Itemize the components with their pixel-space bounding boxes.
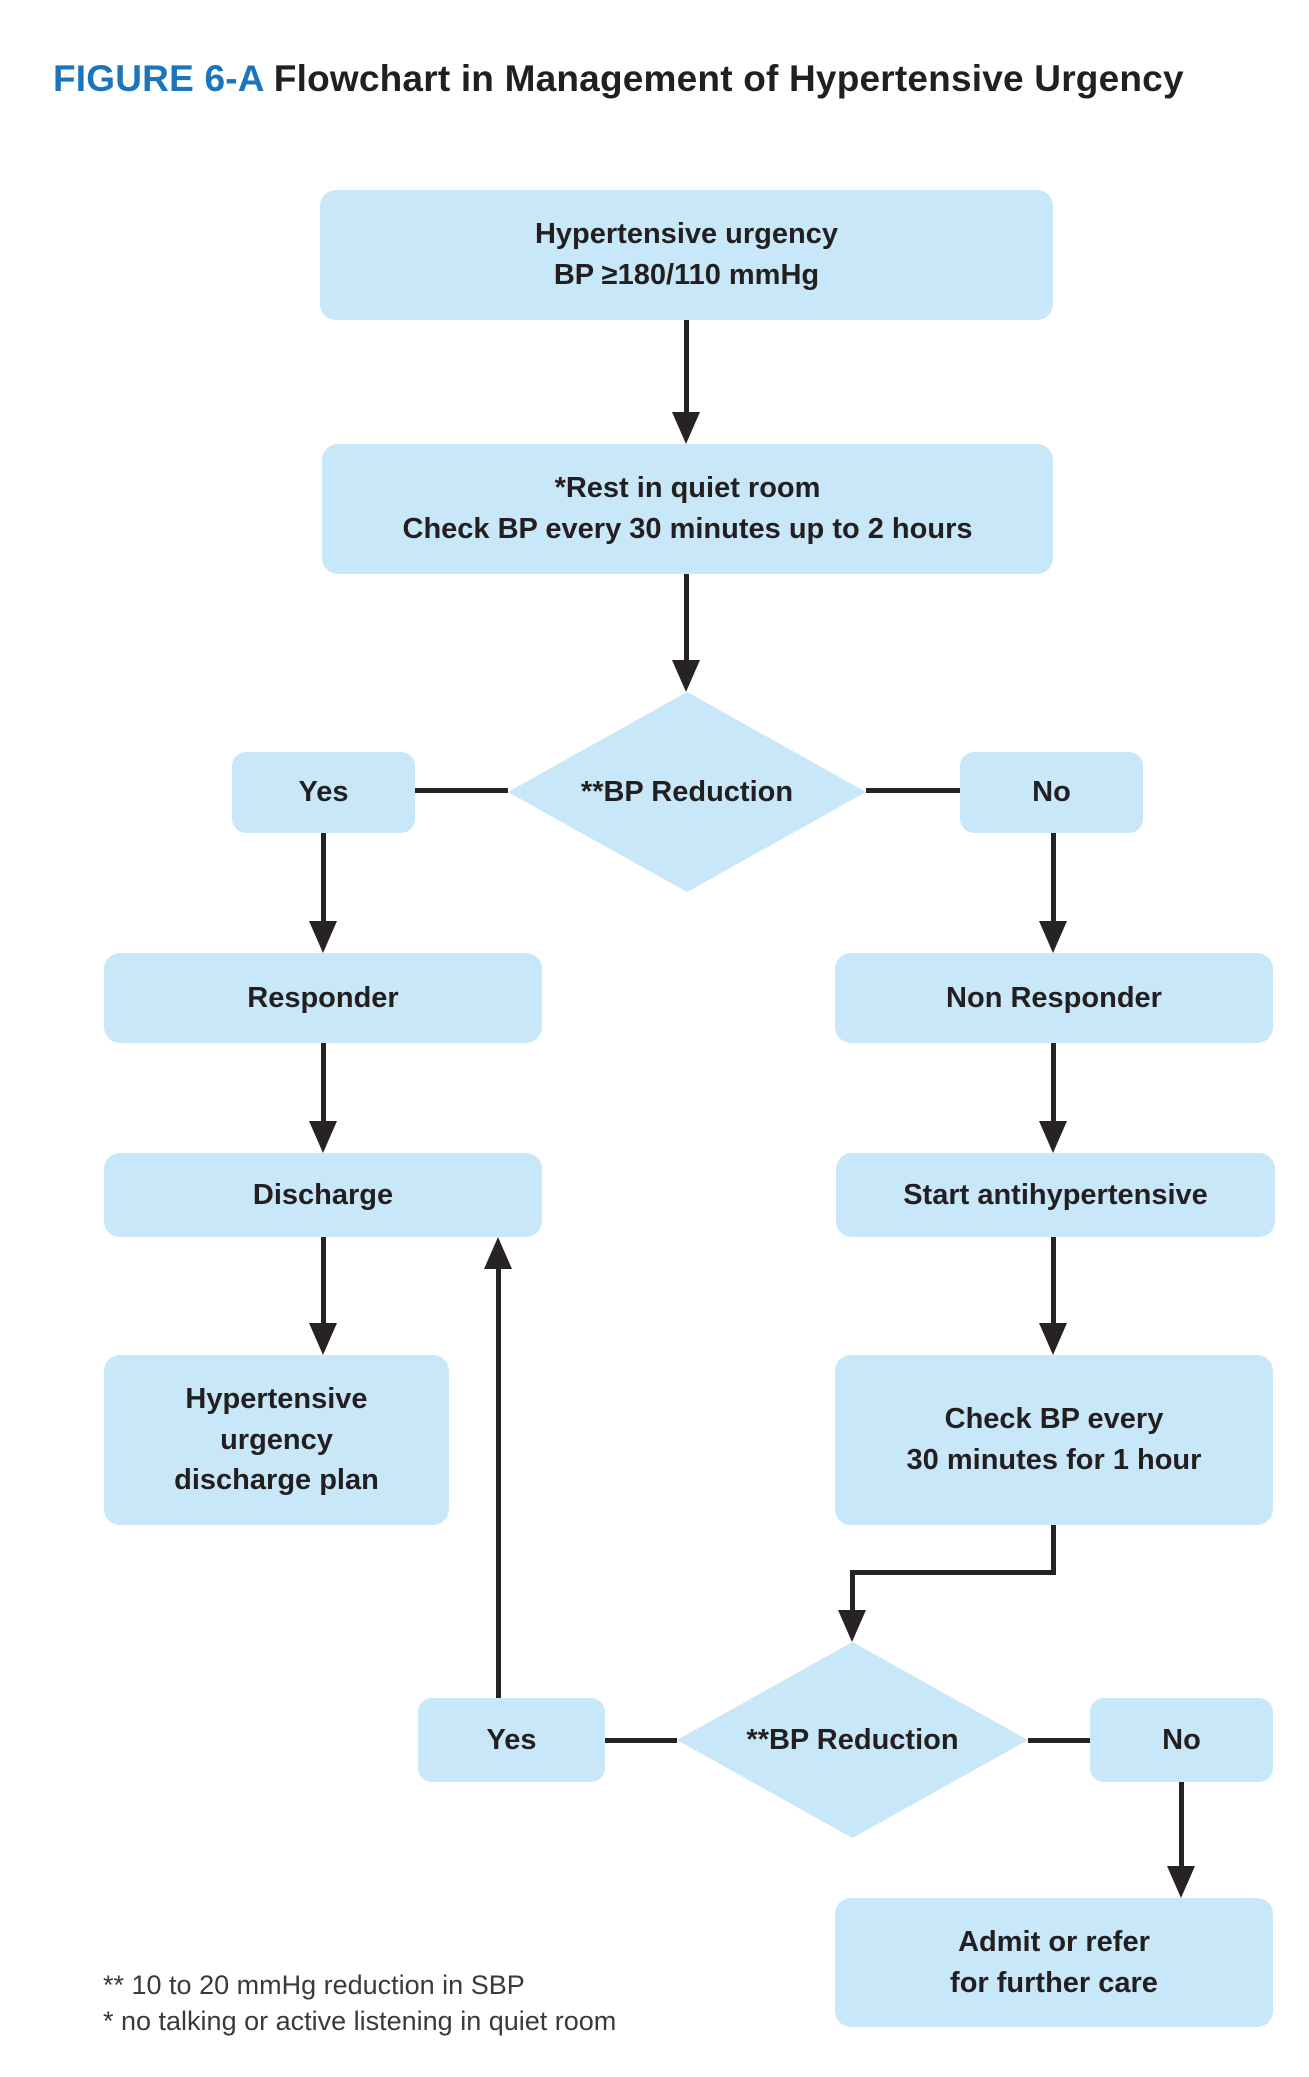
footnotes: ** 10 to 20 mmHg reduction in SBP * no t…: [103, 1968, 616, 2039]
node-yes-1: Yes: [232, 752, 415, 833]
connector-discharge-to-plan: [321, 1237, 326, 1325]
node-no-2: No: [1090, 1698, 1273, 1782]
figure-number: FIGURE 6-A: [53, 58, 264, 99]
connector-rest-to-decision1: [684, 574, 689, 662]
node-admit-refer: Admit or refer for further care: [835, 1898, 1273, 2027]
node-rest-quiet-room: *Rest in quiet room Check BP every 30 mi…: [322, 444, 1053, 574]
connector-start-to-rest: [684, 320, 689, 416]
node-non-responder: Non Responder: [835, 953, 1273, 1043]
connector-yes1-to-responder: [321, 833, 326, 923]
arrowhead-down-icon: [309, 921, 337, 953]
arrowhead-up-icon: [484, 1237, 512, 1269]
node-hypertensive-urgency: Hypertensive urgency BP ≥180/110 mmHg: [320, 190, 1053, 320]
connector-non-responder-to-start-antihypertensive: [1051, 1043, 1056, 1123]
arrowhead-down-icon: [1039, 1121, 1067, 1153]
connector-decision1-to-yes1: [415, 788, 508, 793]
arrowhead-down-icon: [838, 1610, 866, 1642]
figure-title-text: Flowchart in Management of Hypertensive …: [273, 58, 1184, 99]
connector-yes2-to-discharge-return: [496, 1265, 501, 1698]
node-responder: Responder: [104, 953, 542, 1043]
footnote-quiet-room: * no talking or active listening in quie…: [103, 2005, 617, 2036]
node-discharge-plan: Hypertensive urgency discharge plan: [104, 1355, 449, 1525]
decision-bp-reduction-1: **BP Reduction: [508, 692, 866, 892]
node-yes-2: Yes: [418, 1698, 605, 1782]
node-no-1: No: [960, 752, 1143, 833]
connector-decision1-to-no1: [866, 788, 960, 793]
arrowhead-down-icon: [1039, 921, 1067, 953]
node-start-antihypertensive: Start antihypertensive: [836, 1153, 1275, 1237]
arrowhead-down-icon: [309, 1323, 337, 1355]
connector-check-bp-elbow-horizontal: [850, 1570, 1056, 1575]
connector-start-antihypertensive-to-check-bp: [1051, 1237, 1056, 1325]
connector-no2-to-admit: [1179, 1782, 1184, 1868]
connector-responder-to-discharge: [321, 1043, 326, 1123]
node-discharge: Discharge: [104, 1153, 542, 1237]
arrowhead-down-icon: [1167, 1866, 1195, 1898]
arrowhead-down-icon: [672, 660, 700, 692]
arrowhead-down-icon: [1039, 1323, 1067, 1355]
figure-title: FIGURE 6-A Flowchart in Management of Hy…: [53, 58, 1184, 100]
decision-bp-reduction-2: **BP Reduction: [677, 1642, 1028, 1838]
connector-elbow-to-decision2: [850, 1570, 855, 1612]
connector-check-bp-elbow-vertical: [1051, 1525, 1056, 1575]
arrowhead-down-icon: [672, 412, 700, 444]
connector-decision2-to-yes2: [605, 1738, 677, 1743]
footnote-sbp-reduction: ** 10 to 20 mmHg reduction in SBP: [103, 1970, 525, 2000]
arrowhead-down-icon: [309, 1121, 337, 1153]
connector-no1-to-non-responder: [1051, 833, 1056, 923]
node-check-bp-1-hour: Check BP every 30 minutes for 1 hour: [835, 1355, 1273, 1525]
connector-decision2-to-no2: [1028, 1738, 1090, 1743]
